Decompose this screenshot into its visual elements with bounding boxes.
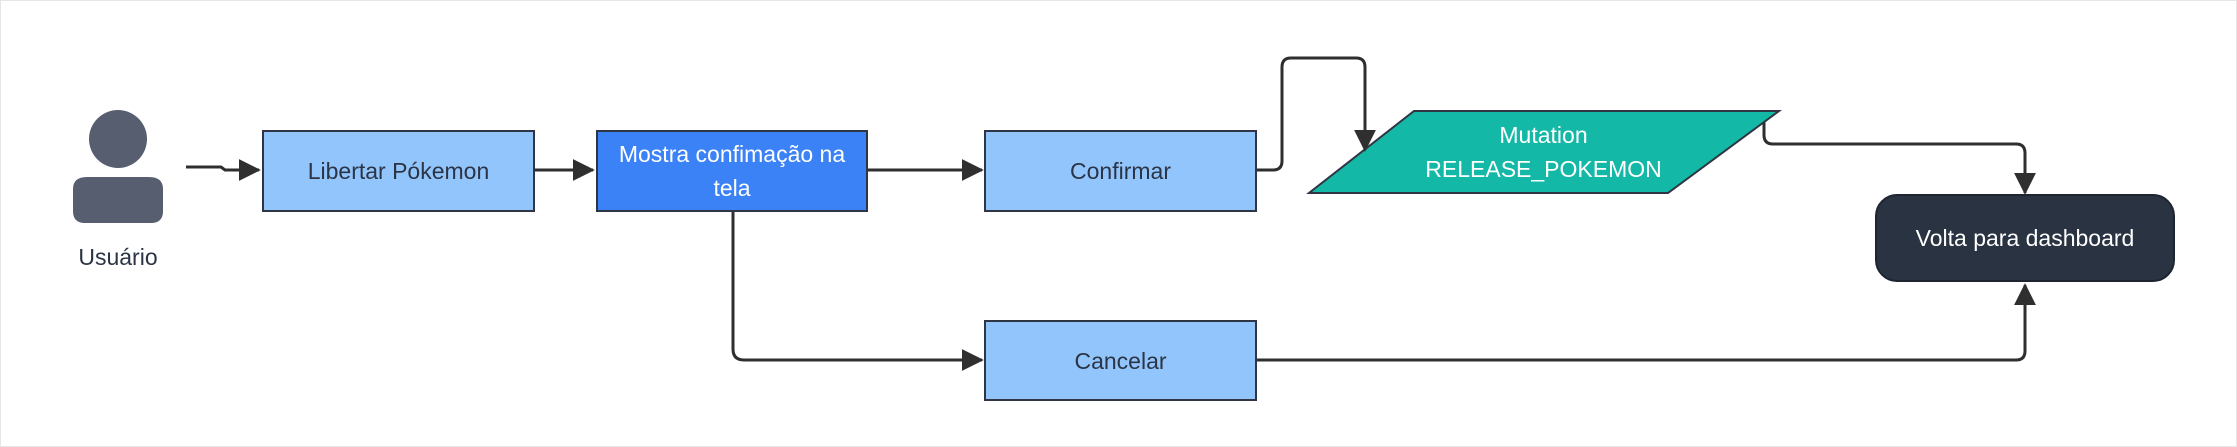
confirmar-node[interactable]: Confirmar <box>984 130 1257 212</box>
mutation-label: Mutation RELEASE_POKEMON <box>1361 118 1726 186</box>
edge-confirmar-mutation <box>1257 56 1376 172</box>
mutation-label-line1: Mutation <box>1499 122 1588 148</box>
mostra-confirmacao-label: Mostra confimação na tela <box>618 141 846 201</box>
libertar-pokemon-node[interactable]: Libertar Pókemon <box>262 130 535 212</box>
cancelar-node[interactable]: Cancelar <box>984 320 1257 401</box>
edge-cancelar-volta <box>1257 283 2036 362</box>
edge-actor-libertar <box>186 159 261 181</box>
edge-mostra-cancelar <box>731 211 984 371</box>
volta-dashboard-node[interactable]: Volta para dashboard <box>1875 194 2175 282</box>
libertar-pokemon-label: Libertar Pókemon <box>307 158 490 184</box>
cancelar-label: Cancelar <box>1074 347 1167 374</box>
actor-label: Usuário <box>78 244 158 270</box>
confirmar-label: Confirmar <box>1070 158 1171 184</box>
mutation-node-shape[interactable] <box>1306 110 1783 194</box>
mostra-confirmacao-node[interactable]: Mostra confimação na tela <box>596 130 868 212</box>
edge-mutation-volta <box>1762 122 2036 195</box>
user-icon <box>73 110 163 223</box>
mutation-label-line2: RELEASE_POKEMON <box>1425 156 1662 182</box>
volta-dashboard-label: Volta para dashboard <box>1915 225 2135 251</box>
